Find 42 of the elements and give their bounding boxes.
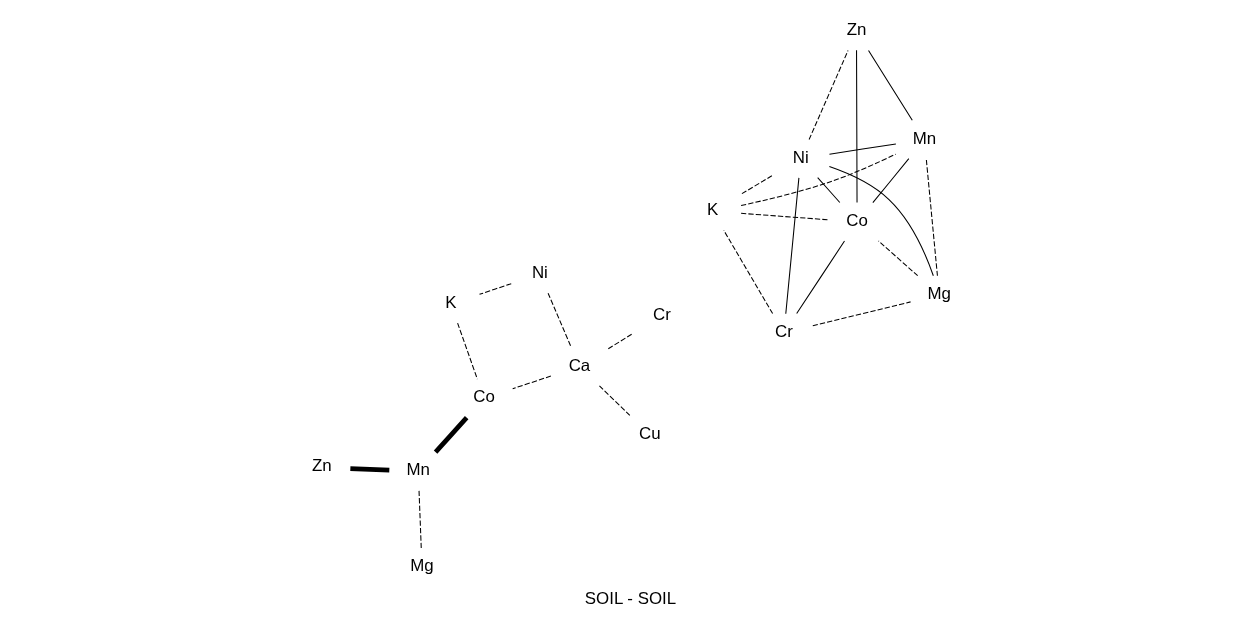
connector (811, 301, 911, 327)
connector (511, 375, 551, 390)
node-text: Cu (638, 423, 661, 443)
node-text: Cr (652, 304, 671, 324)
node-text: Zn (846, 20, 866, 40)
connector (816, 177, 840, 204)
connector (349, 466, 389, 473)
node-text: Co (472, 387, 495, 407)
connector (740, 212, 829, 221)
connector (877, 240, 918, 277)
node-text: K (444, 293, 457, 313)
node-text: K (706, 200, 718, 220)
node-text: Cr (774, 321, 793, 341)
connector (871, 158, 909, 204)
connector (598, 385, 631, 417)
node-text: Ca (568, 355, 590, 375)
node-text: Mg (927, 283, 951, 303)
connector (855, 49, 858, 204)
node-text: Co (845, 210, 868, 230)
node-text: Mn (912, 128, 936, 148)
connector (547, 292, 572, 348)
connector (740, 175, 772, 195)
connector (607, 332, 634, 350)
connector (478, 283, 512, 295)
node-text: Ni (792, 147, 809, 167)
node-text: Zn (311, 456, 332, 476)
node-text: Mn (406, 460, 430, 480)
connector (740, 153, 896, 206)
connector (722, 229, 773, 315)
connector (828, 143, 896, 155)
connector (418, 489, 422, 549)
caption: SOIL - SOIL (584, 589, 676, 609)
connector (433, 416, 468, 454)
node-text: Mg (409, 556, 434, 576)
connector (808, 49, 849, 141)
connector (828, 166, 934, 277)
connector (456, 322, 478, 380)
connector (925, 158, 938, 277)
connector (795, 240, 845, 315)
connector (784, 177, 799, 315)
connector (867, 49, 913, 121)
node-text: Ni (531, 263, 548, 282)
